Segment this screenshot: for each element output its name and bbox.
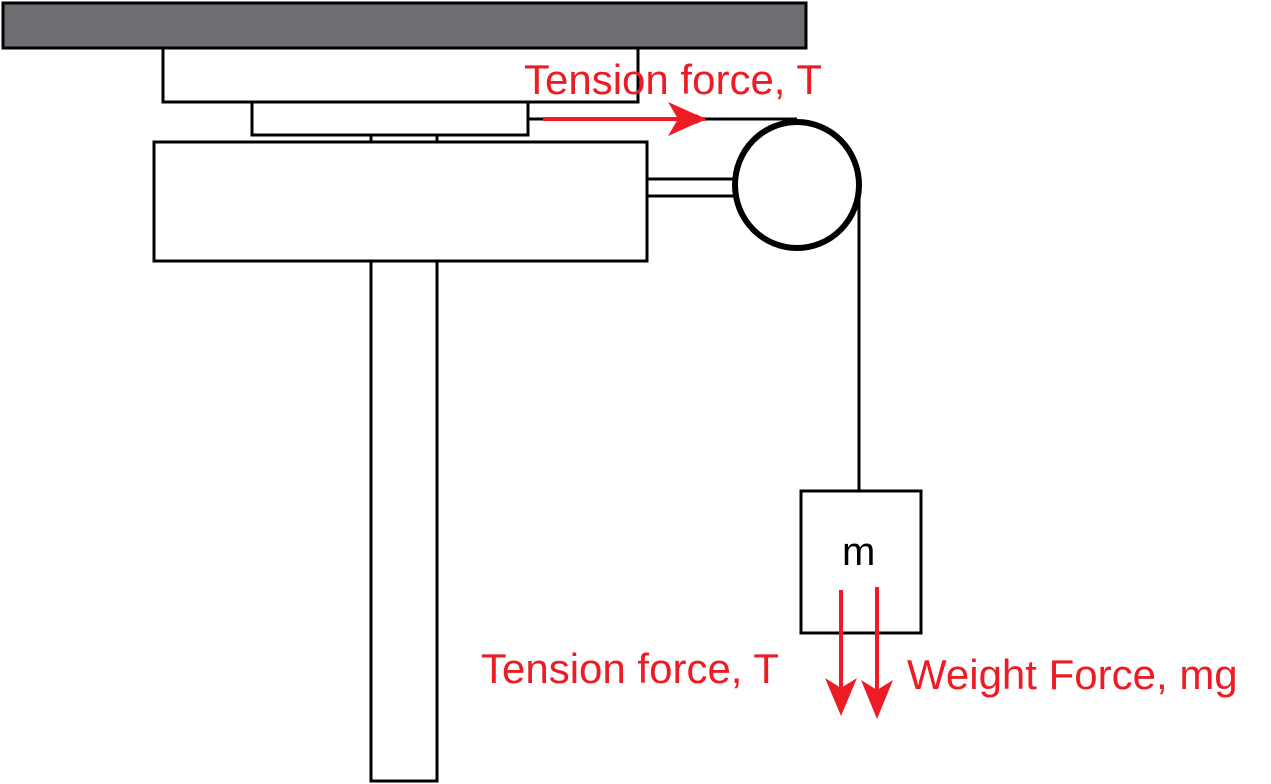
- main-block: [152, 140, 649, 263]
- mass-block: [799, 489, 923, 635]
- pulley: [732, 119, 862, 251]
- upper-block: [161, 46, 640, 104]
- weight-label: Weight Force, mg: [907, 651, 1238, 698]
- arrowhead-right: [668, 102, 706, 136]
- plate: [250, 100, 530, 137]
- arrowhead-down-tension: [825, 678, 857, 716]
- tension-label-bottom: Tension force, T: [481, 645, 779, 692]
- mass-label: m: [842, 530, 875, 574]
- arrowhead-down-weight: [861, 680, 893, 719]
- tension-label-top: Tension force, T: [524, 56, 822, 103]
- ceiling: [1, 1, 808, 50]
